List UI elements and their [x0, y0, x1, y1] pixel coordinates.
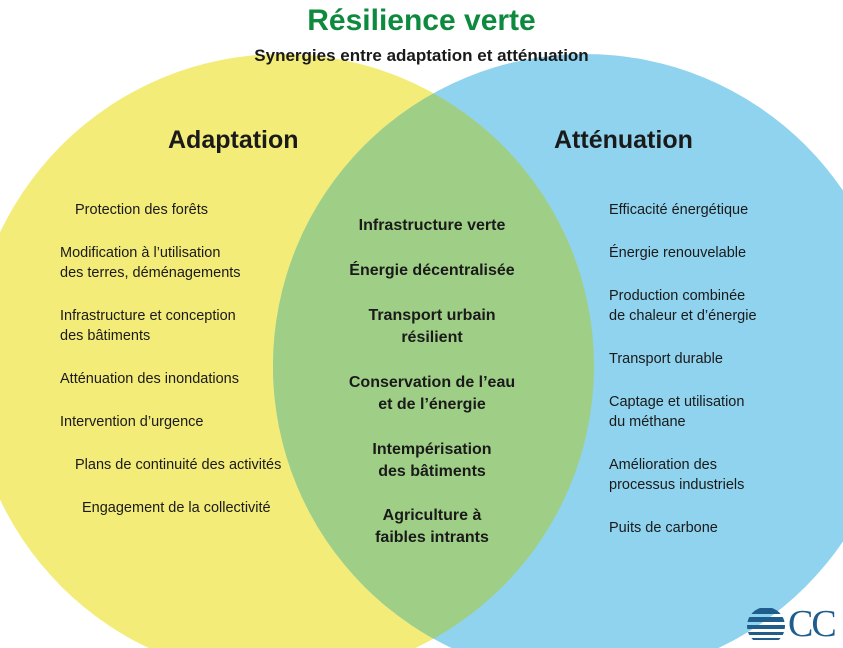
- adaptation-item: Infrastructure et conception des bâtimen…: [60, 308, 236, 344]
- diagram-title: Résilience verte: [307, 4, 536, 37]
- mitigation-item: Efficacité énergétique: [609, 202, 749, 218]
- common-item: Agriculture à faibles intrants: [375, 507, 489, 546]
- mitigation-item: Captage et utilisation du méthane: [609, 394, 745, 430]
- mitigation-item: Puits de carbone: [609, 520, 718, 536]
- adaptation-item: Plans de continuité des activités: [75, 457, 282, 473]
- adaptation-item: Atténuation des inondations: [60, 371, 239, 387]
- adaptation-item: Engagement de la collectivité: [82, 500, 271, 516]
- mitigation-item: Production combinée de chaleur et d’éner…: [609, 288, 757, 324]
- logo-text: CC: [788, 603, 837, 645]
- common-item: Conservation de l’eau et de l’énergie: [348, 374, 516, 413]
- diagram-subtitle: Synergies entre adaptation et atténuatio…: [254, 46, 589, 65]
- mitigation-item: Énergie renouvelable: [609, 245, 747, 261]
- mitigation-item: Transport durable: [609, 351, 723, 367]
- mitigation-item: Amélioration des processus industriels: [609, 457, 745, 493]
- adaptation-item: Intervention d’urgence: [60, 414, 204, 430]
- overlap-region: [273, 54, 594, 648]
- adaptation-item: Protection des forêts: [75, 202, 208, 218]
- common-item: Transport urbain résilient: [368, 307, 496, 346]
- adaptation-title: Adaptation: [168, 126, 299, 154]
- adaptation-item: Modification à l’utilisation des terres,…: [60, 245, 241, 281]
- mitigation-title: Atténuation: [554, 126, 693, 154]
- common-item: Énergie décentralisée: [349, 262, 515, 279]
- common-item: Intempérisation des bâtiments: [372, 441, 492, 480]
- wave-globe-icon: [747, 608, 785, 640]
- common-item: Infrastructure verte: [358, 217, 506, 234]
